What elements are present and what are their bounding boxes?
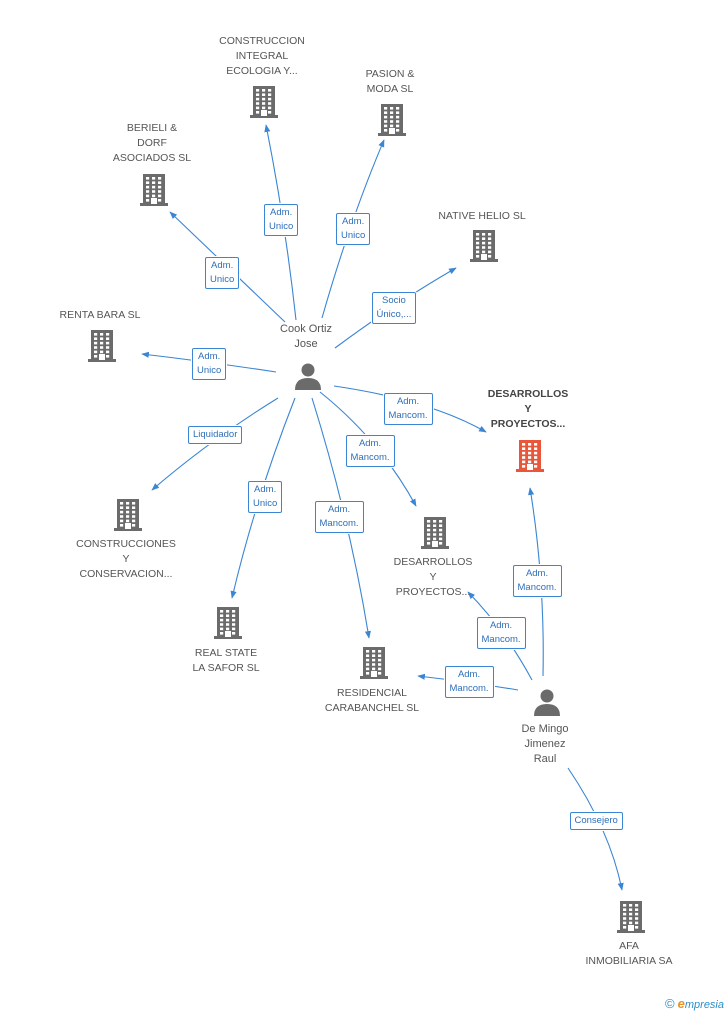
building-icon: [514, 438, 546, 479]
node-label: RENTA BARA SL: [59, 309, 141, 321]
relation-label-desarrollos-main[interactable]: Adm. Mancom.: [383, 393, 433, 425]
copyright-icon: ©: [665, 996, 675, 1011]
building-icon: [468, 228, 500, 269]
building-icon: [138, 172, 170, 213]
node-label: BERIELI & DORF ASOCIADOS SL: [112, 122, 192, 164]
node-label: REAL STATE LA SAFOR SL: [192, 647, 260, 674]
relation-label-native-helio[interactable]: Socio Único,...: [371, 292, 417, 324]
building-icon: [112, 497, 144, 538]
brand-footer: ©empresia: [665, 996, 724, 1011]
relation-label-construccion-integral[interactable]: Adm. Unico: [264, 204, 299, 236]
relation-label-pasion-moda[interactable]: Adm. Unico: [336, 213, 371, 245]
relation-label-residencial[interactable]: Adm. Mancom.: [314, 501, 364, 533]
node-label: AFA INMOBILIARIA SA: [585, 940, 673, 967]
building-icon: [248, 84, 280, 125]
relation-label-desarrollos-2[interactable]: Adm. Mancom.: [345, 435, 395, 467]
building-icon: [358, 645, 390, 686]
node-label: Cook Ortiz Jose: [280, 323, 332, 350]
node-label: CONSTRUCCIONES Y CONSERVACION...: [76, 538, 176, 580]
relation-label-berieli[interactable]: Adm. Unico: [205, 257, 240, 289]
building-icon: [376, 102, 408, 143]
brand-initial: e: [677, 996, 685, 1011]
relation-label-renta-bara[interactable]: Adm. Unico: [192, 348, 227, 380]
node-label: RESIDENCIAL CARABANCHEL SL: [324, 687, 420, 714]
relation-label-desarrollos-main[interactable]: Adm. Mancom.: [512, 565, 562, 597]
building-icon: [615, 899, 647, 940]
building-icon: [86, 328, 118, 369]
relation-label-construcciones-conservacion[interactable]: Liquidador: [188, 426, 243, 444]
node-label: De Mingo Jimenez Raul: [521, 723, 569, 765]
node-label: NATIVE HELIO SL: [438, 210, 526, 222]
person-icon: [532, 687, 562, 722]
node-label: CONSTRUCCION INTEGRAL ECOLOGIA Y...: [219, 35, 305, 77]
brand-name: mpresia: [684, 999, 724, 1011]
relation-label-desarrollos-2[interactable]: Adm. Mancom.: [476, 617, 526, 649]
relation-label-residencial[interactable]: Adm. Mancom.: [444, 666, 494, 698]
edge-cook-construcciones_conservacion: [151, 397, 279, 491]
relation-label-afa[interactable]: Consejero: [569, 812, 623, 830]
building-icon: [419, 515, 451, 556]
node-label: DESARROLLOS Y PROYECTOS...: [393, 556, 473, 598]
node-label: DESARROLLOS Y PROYECTOS...: [487, 388, 569, 430]
relation-label-real-state[interactable]: Adm. Unico: [248, 481, 283, 513]
person-icon: [293, 361, 323, 396]
node-label: PASION & MODA SL: [365, 68, 415, 95]
building-icon: [212, 605, 244, 646]
